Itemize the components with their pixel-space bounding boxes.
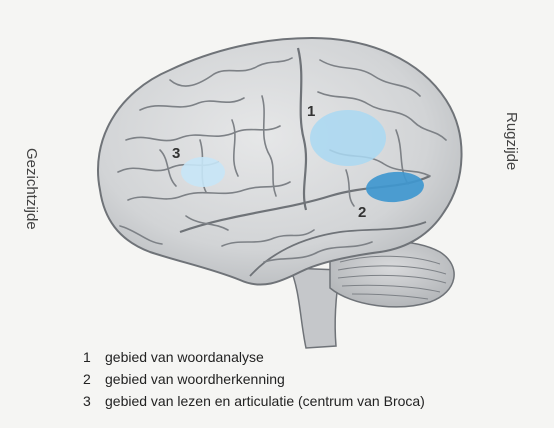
label-rugzijde: Rugzijde [503, 112, 520, 170]
legend-item: 2 gebied van woordherkenning [83, 368, 425, 390]
legend-number: 1 [83, 346, 105, 368]
legend-item: 1 gebied van woordanalyse [83, 346, 425, 368]
legend-number: 2 [83, 368, 105, 390]
region-3-broca [181, 157, 225, 187]
region-1-number: 1 [307, 103, 315, 120]
region-2-number: 2 [358, 204, 366, 221]
legend-text: gebied van lezen en articulatie (centrum… [105, 390, 425, 412]
legend-text: gebied van woordanalyse [105, 346, 264, 368]
region-1-woordanalyse [310, 110, 386, 166]
label-gezichtzijde: Gezichtzijde [23, 148, 40, 230]
legend-number: 3 [83, 390, 105, 412]
legend-text: gebied van woordherkenning [105, 368, 285, 390]
legend-item: 3 gebied van lezen en articulatie (centr… [83, 390, 425, 412]
legend: 1 gebied van woordanalyse 2 gebied van w… [83, 346, 425, 412]
region-3-number: 3 [172, 145, 180, 162]
